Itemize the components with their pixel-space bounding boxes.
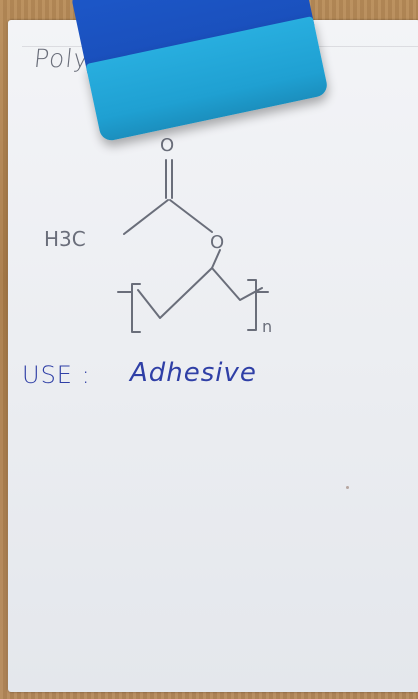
backbone-chain (137, 267, 263, 319)
repeat-subscript: n (262, 317, 272, 336)
use-value: Adhesive (130, 358, 257, 388)
oxygen-backbone-bond (211, 249, 221, 269)
right-bracket (247, 279, 257, 331)
carbonyl-oxygen-label: O (160, 135, 174, 156)
paper-speck (346, 486, 349, 489)
methyl-label: H3C (44, 227, 86, 251)
methyl-bond (123, 199, 169, 235)
index-card (8, 20, 418, 692)
use-label: USE : (22, 361, 91, 389)
ester-oxygen-label: O (210, 232, 224, 253)
ester-bond (169, 199, 213, 233)
left-bracket (131, 283, 141, 333)
